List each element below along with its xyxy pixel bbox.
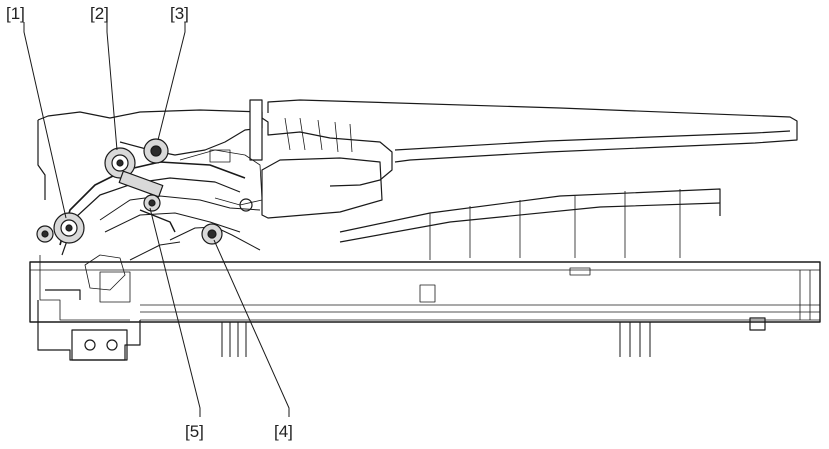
hinge-feet bbox=[221, 322, 651, 357]
callout-label-5: [5] bbox=[185, 422, 204, 441]
document-tray bbox=[267, 99, 798, 260]
base-left-module bbox=[37, 289, 141, 361]
base-frame bbox=[29, 261, 821, 331]
callout-label-2: [2] bbox=[90, 4, 109, 23]
roller-3 bbox=[143, 138, 169, 164]
callout-label-3: [3] bbox=[170, 4, 189, 23]
callout-label-1: [1] bbox=[6, 4, 25, 23]
paper-path-guides bbox=[59, 161, 261, 261]
internal-mechanism bbox=[39, 149, 263, 321]
roller-2 bbox=[104, 147, 136, 179]
separation-area-5 bbox=[118, 170, 176, 233]
callout-label-4: [4] bbox=[274, 422, 293, 441]
leader-lines bbox=[23, 22, 290, 417]
upper-cover bbox=[37, 99, 393, 219]
roller-1 bbox=[36, 212, 85, 244]
